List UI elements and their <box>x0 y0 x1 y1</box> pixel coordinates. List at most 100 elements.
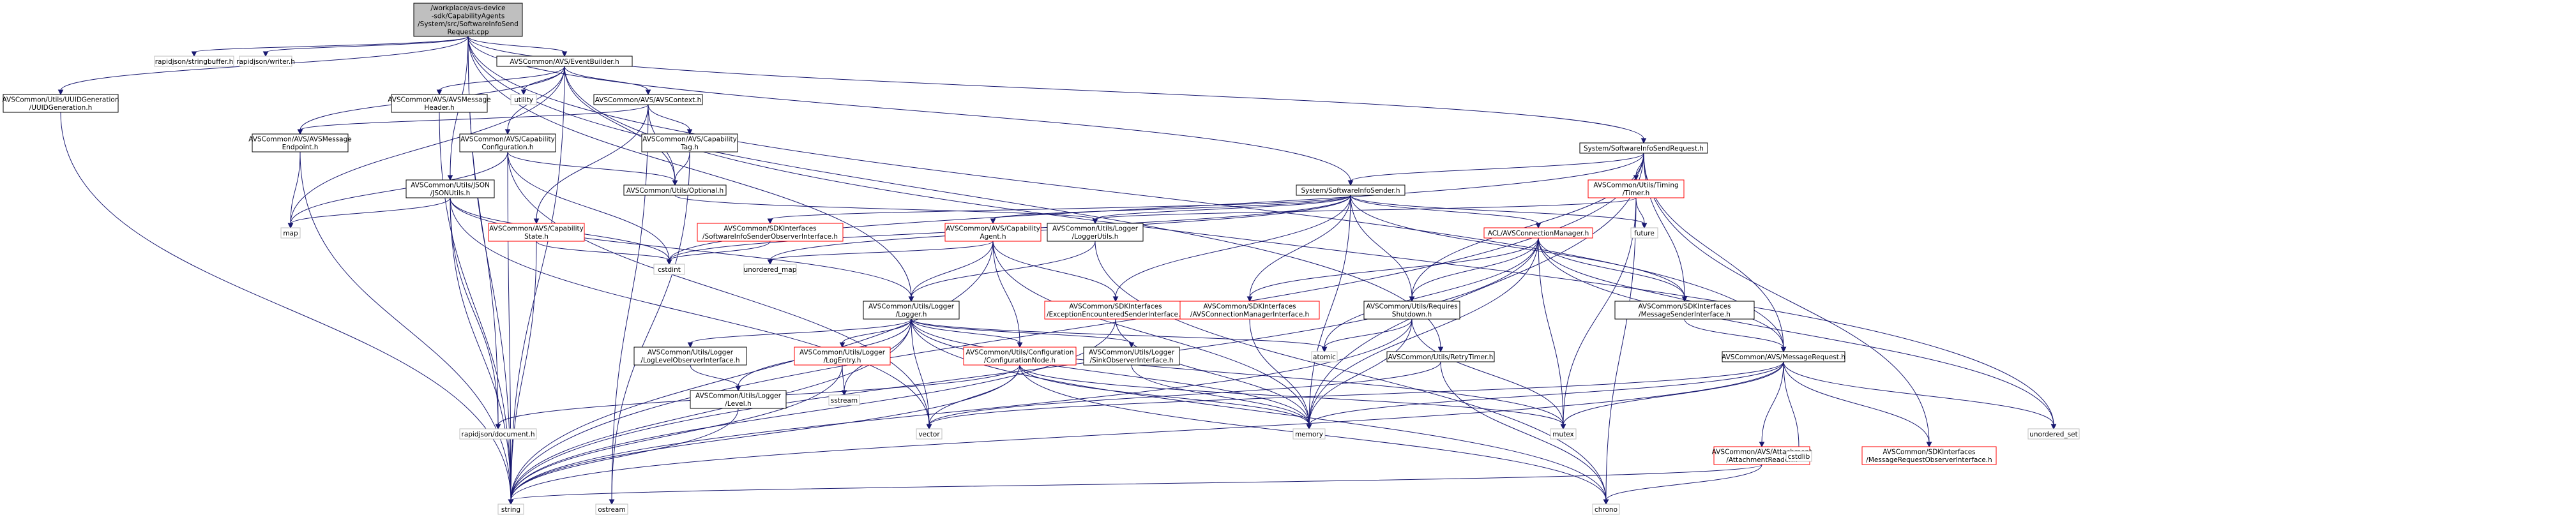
node-box <box>510 94 537 105</box>
edge-line <box>1115 195 1351 298</box>
edge-arrowhead <box>1560 424 1566 430</box>
edge-line <box>669 241 771 261</box>
node-label-line: cstdint <box>658 266 681 274</box>
node-sis[interactable]: System/SoftwareInfoSender.h <box>1296 184 1405 196</box>
edge-line <box>911 241 1096 298</box>
edge-line <box>911 241 994 298</box>
edge-sisoi-to-cstdint <box>666 241 771 265</box>
edge-ctx-to-captag <box>648 104 693 135</box>
edge-line <box>290 151 301 225</box>
node-box <box>697 223 844 242</box>
node-optional[interactable]: AVSCommon/Utils/Optional.h <box>623 184 727 196</box>
node-chrono: chrono <box>1592 503 1620 515</box>
edge-logger-to-sinkoi <box>911 318 1135 348</box>
node-box <box>1579 142 1708 154</box>
node-msgreq[interactable]: AVSCommon/AVS/MessageRequest.h <box>1722 351 1845 362</box>
node-box <box>623 184 727 196</box>
node-logger[interactable]: AVSCommon/Utils/Logger/Logger.h <box>863 301 960 320</box>
node-retry[interactable]: AVSCommon/Utils/RetryTimer.h <box>1386 351 1495 362</box>
node-acmi[interactable]: AVSCommon/SDKInterfaces/AVSConnectionMan… <box>1179 301 1320 320</box>
edge-line <box>1761 361 1784 443</box>
edge-eb-to-avsmh <box>436 66 565 96</box>
edge-arrowhead <box>1017 342 1023 348</box>
node-level[interactable]: AVSCommon/Utils/Logger/Level.h <box>690 390 787 409</box>
edge-sis-to-sisoi <box>767 195 1351 225</box>
node-label-line: AVSCommon/SDKInterfaces <box>1883 449 1975 456</box>
edge-line <box>1324 237 1539 348</box>
edge-line <box>611 104 649 501</box>
node-logentry[interactable]: AVSCommon/Utils/Logger/LogEntry.h <box>794 346 891 366</box>
node-mrobi[interactable]: AVSCommon/SDKInterfaces/MessageRequestOb… <box>1861 446 1997 465</box>
edge-arrowhead <box>990 218 996 225</box>
edge-attach-to-string <box>508 464 1762 505</box>
node-box <box>1386 351 1495 362</box>
node-eesi[interactable]: AVSCommon/SDKInterfaces/ExceptionEncount… <box>1044 301 1187 320</box>
edge-line <box>1411 237 1539 298</box>
edge-arrowhead <box>191 51 197 57</box>
edge-arrowhead <box>495 424 501 430</box>
edge-line <box>911 318 1325 348</box>
edge-arrowhead <box>504 129 511 135</box>
edge-arrowhead <box>533 218 540 225</box>
edge-line <box>299 104 649 131</box>
node-uuid[interactable]: AVSCommon/Utils/UUIDGeneration/UUIDGener… <box>3 94 119 113</box>
edge-arrowhead <box>561 51 568 57</box>
edge-line <box>1249 237 1539 298</box>
node-label-line: AVSCommon/Utils/Requires <box>1366 303 1457 311</box>
node-label-line: memory <box>1295 431 1323 438</box>
node-sisr[interactable]: System/SoftwareInfoSendRequest.h <box>1579 142 1708 154</box>
node-root[interactable]: /workplace/avs-device-sdk/CapabilityAgen… <box>413 3 523 37</box>
node-capagent[interactable]: AVSCommon/AVS/CapabilityAgent.h <box>944 223 1042 242</box>
node-eb[interactable]: AVSCommon/AVS/EventBuilder.h <box>496 56 633 67</box>
node-box <box>1363 301 1460 320</box>
node-box <box>1592 503 1620 515</box>
edge-line <box>510 318 912 501</box>
edge-line <box>507 151 930 426</box>
node-box <box>2027 428 2080 440</box>
node-label-line: Tag.h <box>680 144 699 151</box>
node-box <box>1722 351 1845 362</box>
node-label-line: AVSCommon/Utils/Timing <box>1593 182 1678 190</box>
edge-arrowhead <box>508 499 514 505</box>
edge-arrowhead <box>447 175 453 181</box>
node-box <box>413 3 523 37</box>
edge-line <box>510 153 1644 501</box>
node-label-line: -sdk/CapabilityAgents <box>432 13 505 20</box>
edge-arrowhead <box>1603 499 1609 505</box>
node-label-line: /Timer.h <box>1623 190 1650 197</box>
node-box <box>1630 227 1658 239</box>
edge-arrowhead <box>1347 180 1354 186</box>
node-json[interactable]: AVSCommon/Utils/JSON/JSONUtils.h <box>405 179 495 198</box>
edge-line <box>648 104 690 131</box>
node-msi[interactable]: AVSCommon/SDKInterfaces/MessageSenderInt… <box>1614 301 1755 320</box>
node-label-line: AVSCommon/Utils/Logger <box>1089 349 1175 357</box>
node-confnode[interactable]: AVSCommon/Utils/Configuration/Configurat… <box>963 346 1077 366</box>
edge-arrowhead <box>2050 424 2057 430</box>
node-label-line: AVSCommon/Utils/RetryTimer.h <box>1388 354 1494 361</box>
edge-logger-to-memory <box>911 318 1312 430</box>
node-box <box>1483 227 1593 239</box>
node-sinkoi[interactable]: AVSCommon/Utils/Logger/SinkObserverInter… <box>1083 346 1180 366</box>
edge-line <box>842 318 912 344</box>
edge-sis-to-msi <box>1350 195 1688 302</box>
node-loggerutils[interactable]: AVSCommon/Utils/Logger/LoggerUtils.h <box>1047 223 1144 242</box>
node-ctx[interactable]: AVSCommon/AVS/AVSContext.h <box>593 94 703 105</box>
edge-acmi-to-memory <box>1249 318 1312 430</box>
edge-arrowhead <box>645 89 651 96</box>
edge-line <box>1249 195 1351 298</box>
node-box <box>459 428 537 440</box>
node-acm[interactable]: ACL/AVSConnectionManager.h <box>1483 227 1593 239</box>
edge-msgreq-to-mutex <box>1560 361 1784 430</box>
node-sisoi[interactable]: AVSCommon/SDKInterfaces/SoftwareInfoSend… <box>697 223 844 242</box>
node-label-line: AVSCommon/AVS/Capability <box>489 225 584 233</box>
edge-arrowhead <box>520 89 527 96</box>
edge-line <box>1538 237 2054 426</box>
node-lloi[interactable]: AVSCommon/Utils/Logger/LogLevelObserverI… <box>633 346 747 366</box>
node-timer[interactable]: AVSCommon/Utils/Timing/Timer.h <box>1587 179 1685 198</box>
